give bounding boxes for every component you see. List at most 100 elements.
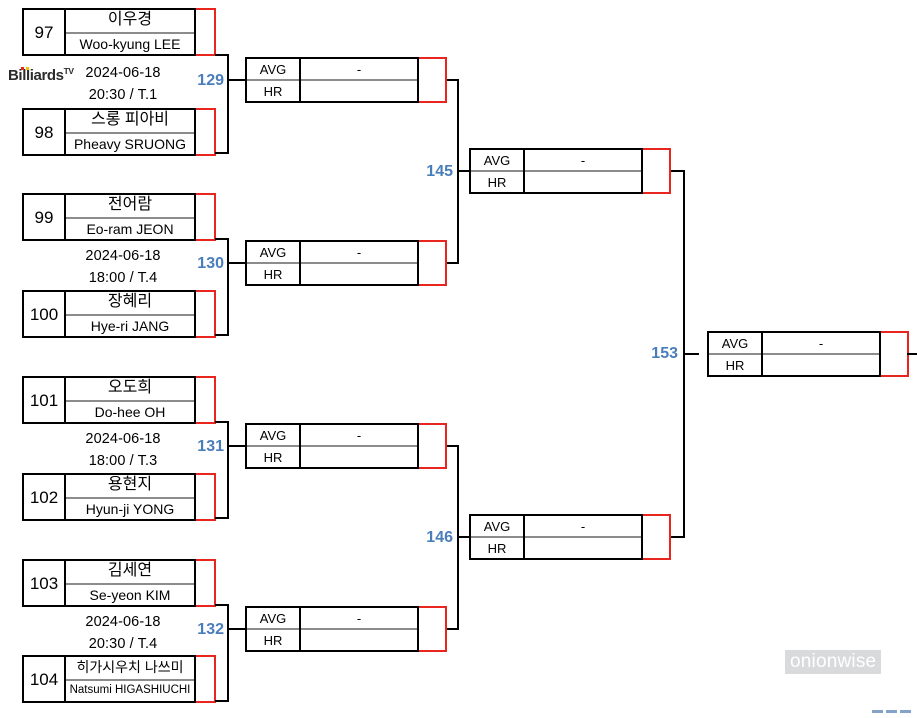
player-name-cell: 전어람 Eo-ram JEON — [64, 193, 196, 241]
player-name-cell: 용현지 Hyun-ji YONG — [64, 473, 196, 521]
player-row[interactable]: 97 이우경 Woo-kyung LEE — [22, 8, 216, 56]
result-labels: AVG HR — [245, 240, 299, 286]
player-name-cell: 오도희 Do-hee OH — [64, 376, 196, 424]
connector — [457, 445, 459, 537]
result-score[interactable] — [643, 148, 671, 194]
connector — [447, 445, 459, 447]
result-values: - — [299, 606, 419, 652]
seed-number: 99 — [22, 193, 64, 241]
player-name-ko: 이우경 — [66, 10, 194, 34]
connector — [215, 700, 229, 702]
hr-label: HR — [725, 357, 745, 373]
connector — [227, 54, 229, 154]
player-name-en: Se-yeon KIM — [89, 586, 171, 603]
player-score[interactable] — [196, 473, 216, 521]
result-labels: AVG HR — [469, 514, 523, 560]
match-schedule: 2024-06-18 20:30 / T.1 — [48, 62, 198, 107]
player-row[interactable]: 101 오도희 Do-hee OH — [22, 376, 216, 424]
connector — [227, 262, 245, 264]
seed-number: 104 — [22, 655, 64, 703]
hr-value — [301, 447, 417, 467]
player-score[interactable] — [196, 559, 216, 607]
result-score[interactable] — [419, 606, 447, 652]
hr-value — [763, 355, 879, 375]
hr-label: HR — [487, 540, 507, 556]
match-time: 20:30 / T.1 — [88, 87, 158, 104]
match-time: 18:00 / T.3 — [88, 453, 158, 470]
player-row[interactable]: 98 스롱 피아비 Pheavy SRUONG — [22, 108, 216, 156]
semifinal-slot[interactable]: AVG HR - — [469, 148, 671, 194]
connector — [683, 353, 699, 355]
connector — [457, 536, 471, 538]
connector — [227, 79, 245, 81]
connector — [215, 152, 229, 154]
final-slot[interactable]: AVG HR - — [707, 331, 909, 377]
player-name-en: Woo-kyung LEE — [79, 35, 181, 52]
avg-label: AVG — [247, 59, 299, 81]
match-date: 2024-06-18 — [85, 431, 161, 447]
player-name-cell: 스롱 피아비 Pheavy SRUONG — [64, 108, 196, 156]
logo-text: Billiards — [8, 67, 64, 84]
player-row[interactable]: 102 용현지 Hyun-ji YONG — [22, 473, 216, 521]
player-row[interactable]: 99 전어람 Eo-ram JEON — [22, 193, 216, 241]
billiards-tv-logo: BilliardsTV — [8, 66, 74, 84]
result-slot[interactable]: AVG HR - — [245, 57, 447, 103]
player-score[interactable] — [196, 108, 216, 156]
semifinal-slot[interactable]: AVG HR - — [469, 514, 671, 560]
result-labels: AVG HR — [469, 148, 523, 194]
player-row[interactable]: 103 김세연 Se-yeon KIM — [22, 559, 216, 607]
match-number: 132 — [197, 621, 224, 638]
player-name-ko: 용현지 — [66, 475, 194, 499]
avg-value: - — [525, 516, 641, 538]
result-score[interactable] — [419, 240, 447, 286]
hr-label: HR — [487, 174, 507, 190]
match-date: 2024-06-18 — [85, 65, 161, 81]
avg-value: - — [301, 59, 417, 81]
result-slot[interactable]: AVG HR - — [245, 423, 447, 469]
avg-value: - — [301, 608, 417, 630]
logo-dot-red — [20, 66, 24, 70]
result-slot[interactable]: AVG HR - — [245, 606, 447, 652]
player-name-ko: 스롱 피아비 — [66, 110, 194, 134]
result-labels: AVG HR — [707, 331, 761, 377]
avg-value: - — [301, 242, 417, 264]
player-score[interactable] — [196, 376, 216, 424]
player-score[interactable] — [196, 193, 216, 241]
match-time: 18:00 / T.4 — [88, 270, 158, 287]
player-name-en: Hyun-ji YONG — [85, 500, 175, 517]
result-score[interactable] — [643, 514, 671, 560]
result-labels: AVG HR — [245, 57, 299, 103]
result-values: - — [761, 331, 881, 377]
bottom-edge-marker — [872, 710, 911, 713]
match-time: 20:30 / T.4 — [88, 636, 158, 653]
player-score[interactable] — [196, 8, 216, 56]
player-name-ko: 히가시우치 나쓰미 — [66, 657, 194, 681]
seed-number: 97 — [22, 8, 64, 56]
match-number: 145 — [426, 163, 453, 180]
match-schedule: 2024-06-18 20:30 / T.4 — [48, 611, 198, 656]
result-values: - — [523, 148, 643, 194]
result-labels: AVG HR — [245, 606, 299, 652]
result-score[interactable] — [881, 331, 909, 377]
connector — [227, 628, 245, 630]
seed-number: 102 — [22, 473, 64, 521]
result-score[interactable] — [419, 57, 447, 103]
player-score[interactable] — [196, 290, 216, 338]
connector — [227, 604, 229, 702]
hr-value — [525, 172, 641, 192]
player-name-cell: 김세연 Se-yeon KIM — [64, 559, 196, 607]
connector — [457, 170, 471, 172]
connector — [447, 262, 459, 264]
player-row[interactable]: 104 히가시우치 나쓰미 Natsumi HIGASHIUCHI — [22, 655, 216, 703]
result-slot[interactable]: AVG HR - — [245, 240, 447, 286]
logo-dot-yellow — [26, 66, 29, 70]
player-row[interactable]: 100 장혜리 Hye-ri JANG — [22, 290, 216, 338]
result-values: - — [299, 240, 419, 286]
player-score[interactable] — [196, 655, 216, 703]
match-date: 2024-06-18 — [85, 248, 161, 264]
result-score[interactable] — [419, 423, 447, 469]
match-number: 146 — [426, 529, 453, 546]
connector — [215, 421, 229, 423]
connector — [671, 536, 685, 538]
hr-value — [301, 264, 417, 284]
